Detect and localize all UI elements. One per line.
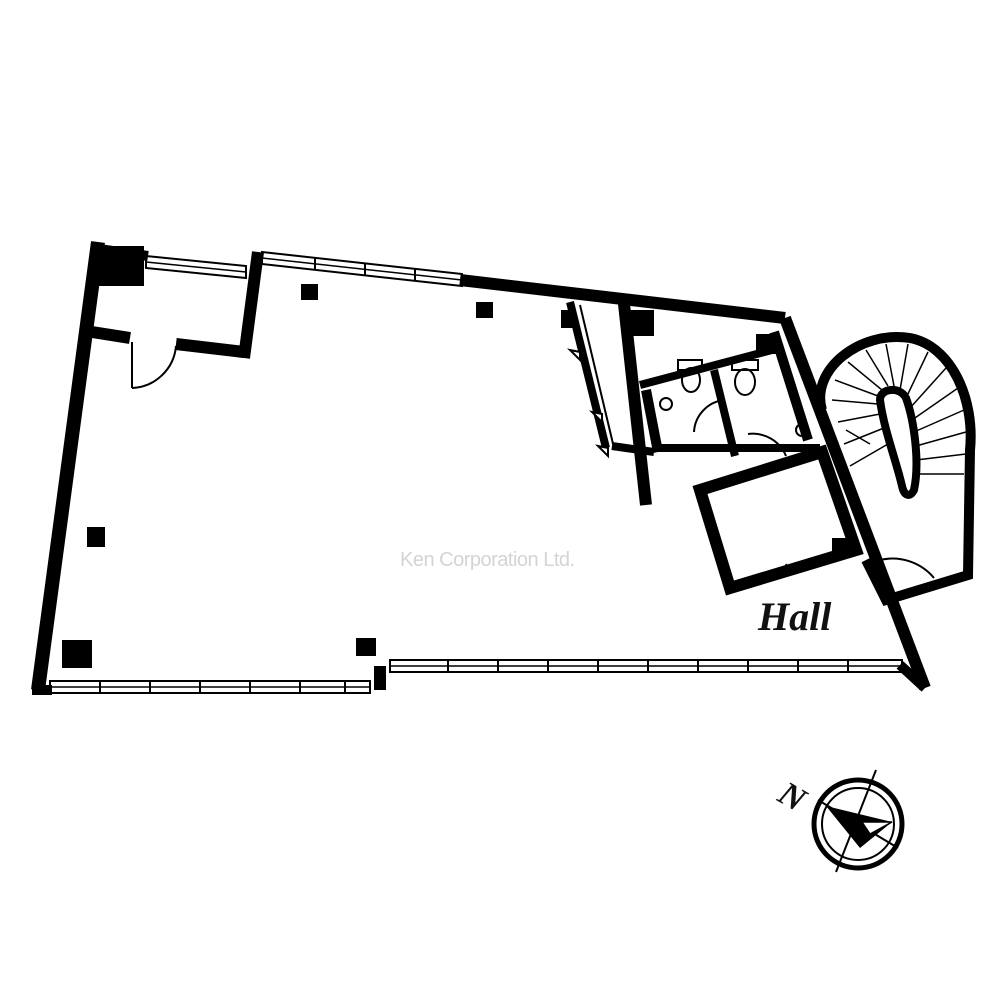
toilet-icon: [681, 367, 701, 393]
outer-walls: [31, 241, 931, 695]
south-wall-east: [896, 661, 929, 692]
northwest-storage-room: [91, 246, 264, 389]
stair-tread: [837, 413, 881, 423]
storage-south-wall: [175, 338, 245, 358]
compass-needle: [826, 806, 892, 848]
stair-tread: [913, 409, 965, 433]
stair-tread: [831, 399, 879, 405]
door-swing-icon: [747, 432, 787, 457]
elevator-core: [692, 444, 864, 596]
compass-outer-ring: [811, 777, 905, 871]
column-icon: [756, 334, 778, 354]
compass-needle-highlight: [860, 821, 893, 835]
door-swing-icon: [693, 399, 725, 433]
compass-north-label: N: [771, 774, 813, 820]
counter-edge: [579, 304, 615, 449]
spiral-staircase: [815, 331, 976, 607]
stair-tread: [915, 431, 967, 447]
column-icon: [301, 284, 318, 300]
restroom-wall-east: [769, 330, 813, 442]
window-south-west: [49, 680, 371, 694]
window-north-west: [145, 254, 247, 280]
watermark: Ken Corporation Ltd.: [400, 549, 575, 571]
counter-notch: [594, 444, 609, 459]
stair-tread: [834, 379, 879, 397]
toilet-icon: [734, 368, 756, 396]
storage-east-wall: [238, 251, 264, 359]
west-wall: [31, 241, 105, 691]
stair-tread: [885, 343, 895, 387]
stair-tread: [915, 453, 967, 461]
stair-tread: [849, 443, 889, 467]
restrooms: [624, 310, 820, 457]
window-north: [261, 250, 463, 288]
toilet-tank: [677, 359, 703, 371]
column-icon: [476, 302, 493, 318]
column-icon: [62, 640, 92, 668]
door-swing-icon: [879, 557, 935, 579]
column-icon: [624, 310, 654, 336]
columns: [62, 284, 575, 668]
elevator-door: [773, 558, 813, 574]
restroom-divider: [710, 369, 739, 457]
stair-tread: [899, 343, 909, 391]
east-wall: [779, 315, 931, 691]
column-icon: [356, 638, 376, 656]
stair-tread: [865, 349, 889, 387]
door-swing-icon: [131, 345, 177, 389]
window-icon: [145, 254, 247, 280]
sink-icon: [795, 423, 809, 437]
elevator-shaft: [692, 444, 864, 596]
stair-tread: [909, 367, 947, 409]
counter-notch: [566, 348, 581, 363]
window-south-east: [389, 659, 903, 673]
sink-icon: [659, 397, 673, 411]
restroom-wall-west: [641, 389, 663, 453]
column-icon: [87, 527, 105, 547]
kitchenette-east-wall: [618, 303, 652, 506]
stair-tread: [905, 351, 929, 399]
kitchenette-base: [611, 442, 655, 456]
stair-tread: [911, 387, 959, 421]
storage-south-wall-west: [91, 326, 131, 344]
window-pane: [145, 261, 247, 273]
window-pane: [261, 257, 463, 281]
stair-tread: [843, 427, 885, 445]
stair-arrow: [845, 429, 871, 445]
spiral-staircase-icon: [875, 386, 921, 499]
north-wall-main: [459, 274, 786, 324]
kitchenette-west-wall: [566, 301, 610, 449]
kitchenette: [566, 301, 655, 506]
stair-outer-wall: [815, 331, 976, 607]
elevator-door-mark: [785, 563, 791, 575]
counter-notch: [588, 410, 603, 425]
compass-inner-ring: [821, 787, 895, 861]
compass-rose-icon: [811, 769, 905, 873]
column-icon: [98, 246, 144, 286]
column-icon: [832, 538, 856, 556]
restroom-wall-top: [638, 346, 774, 389]
stair-tread: [847, 361, 883, 391]
room-label-hall: Hall: [757, 594, 832, 639]
